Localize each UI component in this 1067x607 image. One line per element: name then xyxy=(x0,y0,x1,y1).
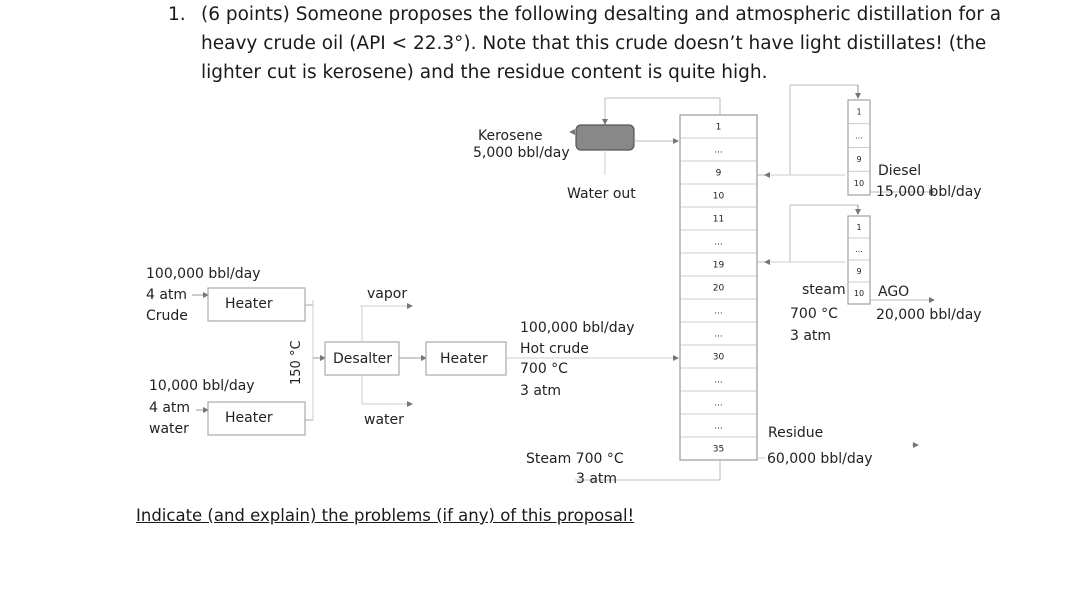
kerosene-flow: 5,000 bbl/day xyxy=(473,145,570,161)
kerosene-name: Kerosene xyxy=(478,128,543,144)
water-out-bottom-label: water xyxy=(364,412,404,428)
diesel-name: Diesel xyxy=(878,163,921,179)
main-column-tray-label: 9 xyxy=(716,169,722,179)
main-column-tray-label: ... xyxy=(714,330,723,340)
main-column-tray-label: ... xyxy=(714,146,723,156)
diesel-flow: 15,000 bbl/day xyxy=(876,184,982,200)
stripper-2-tray-label: 9 xyxy=(856,267,861,276)
crude-heater-label: Heater xyxy=(225,296,273,312)
vapor-label: vapor xyxy=(367,286,407,302)
desalter-temperature: 150 °C xyxy=(289,340,304,385)
stripper-2-tray-label: ... xyxy=(855,245,863,254)
desalter-label: Desalter xyxy=(333,351,392,367)
water-heater xyxy=(207,401,306,436)
main-column-tray-label: ... xyxy=(714,238,723,248)
overhead-drum xyxy=(575,124,635,151)
hot-crude-temperature: 700 °C xyxy=(520,361,568,377)
crude-pressure: 4 atm xyxy=(146,287,187,303)
stripper-1: 1... 9 10 xyxy=(847,99,871,196)
crude-name: Crude xyxy=(146,308,188,324)
crude-heater-2 xyxy=(425,341,507,376)
water-flow: 10,000 bbl/day xyxy=(149,378,255,394)
ago-flow: 20,000 bbl/day xyxy=(876,307,982,323)
stripper-1-tray-label: ... xyxy=(855,131,863,140)
main-column-tray-label: 30 xyxy=(713,353,725,363)
hot-crude-name: Hot crude xyxy=(520,341,589,357)
problem-text: (6 points) Someone proposes the followin… xyxy=(201,4,1002,83)
main-column-tray-label: 11 xyxy=(713,215,724,225)
residue-flow: 60,000 bbl/day xyxy=(767,451,873,467)
main-column-tray-label: ... xyxy=(714,307,723,317)
water-pressure: 4 atm xyxy=(149,400,190,416)
stripper-1-tray-label: 10 xyxy=(854,179,864,188)
residue-name: Residue xyxy=(768,425,823,441)
water-heater-label: Heater xyxy=(225,410,273,426)
side-steam-name: steam xyxy=(802,282,846,298)
main-column-tray-label: ... xyxy=(714,399,723,409)
main-column-tray-label: ... xyxy=(714,376,723,386)
main-column-tray-label: 35 xyxy=(713,445,724,455)
crude-heater-2-label: Heater xyxy=(440,351,488,367)
ago-name: AGO xyxy=(878,284,909,300)
main-column-tray-label: 20 xyxy=(713,284,725,294)
hot-crude-pressure: 3 atm xyxy=(520,383,561,399)
stripper-1-tray-label: 9 xyxy=(856,155,861,164)
main-column-tray-label: ... xyxy=(714,422,723,432)
steam-bottom-line2: 3 atm xyxy=(576,471,617,487)
footer-question: Indicate (and explain) the problems (if … xyxy=(136,506,635,525)
problem-number: 1. xyxy=(168,4,186,25)
side-steam-temperature: 700 °C xyxy=(790,306,838,322)
crude-flow: 100,000 bbl/day xyxy=(146,266,260,282)
stripper-2: 1... 9 10 xyxy=(847,215,871,305)
stripper-2-tray-label: 10 xyxy=(854,289,864,298)
main-column: 1... 9 10 11... 19 20...... 30......... 35 xyxy=(679,114,758,461)
crude-heater xyxy=(207,287,306,322)
stripper-1-tray-label: 1 xyxy=(856,108,861,117)
hot-crude-flow: 100,000 bbl/day xyxy=(520,320,634,336)
main-column-tray-label: 10 xyxy=(713,192,725,202)
stripper-2-tray-label: 1 xyxy=(856,223,861,232)
desalter xyxy=(324,341,400,376)
steam-bottom-line1: Steam 700 °C xyxy=(526,451,624,467)
main-column-tray-label: 19 xyxy=(713,261,725,271)
water-out-top-label: Water out xyxy=(567,186,636,202)
water-name: water xyxy=(149,421,189,437)
main-column-tray-label: 1 xyxy=(716,123,722,133)
side-steam-pressure: 3 atm xyxy=(790,328,831,344)
